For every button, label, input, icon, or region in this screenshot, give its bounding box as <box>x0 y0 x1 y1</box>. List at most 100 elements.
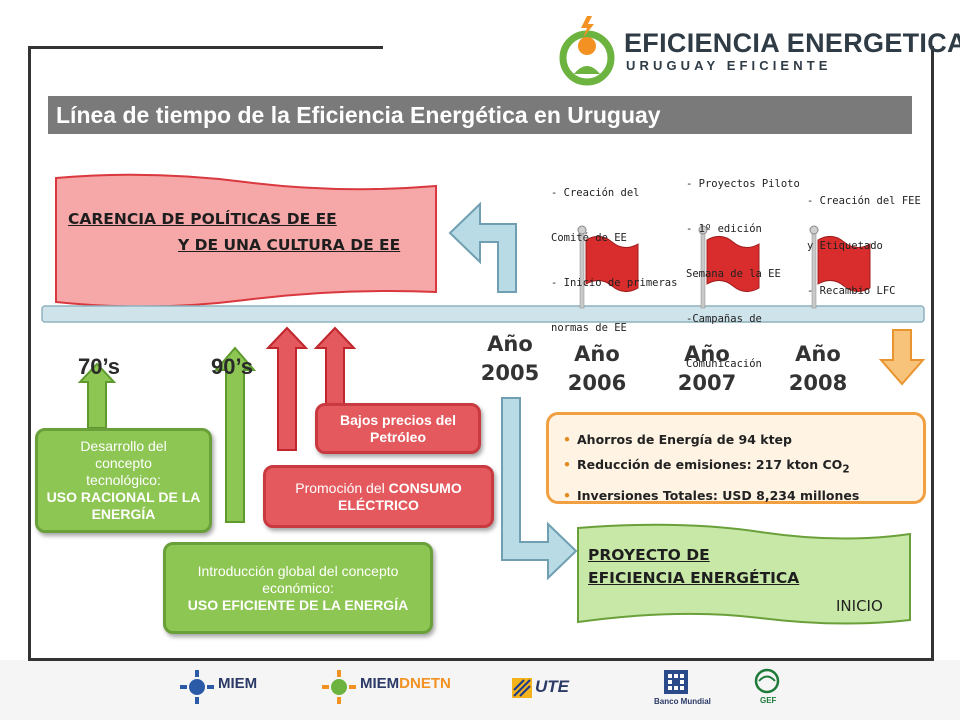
desarrollo-line-1: Desarrollo del <box>80 438 167 454</box>
desarrollo-line-5: ENERGÍA <box>91 506 156 522</box>
miemdnetn-logo-icon <box>322 670 356 704</box>
banner-line-2: Y DE UNA CULTURA DE EE <box>178 236 400 254</box>
year-2007-number: 2007 <box>677 371 737 395</box>
resultado-subscript: 2 <box>842 463 850 476</box>
resultado-text: Ahorros de Energía de 94 ktep <box>577 432 792 447</box>
resultado-text: Reducción de emisiones: 217 kton CO <box>577 457 843 472</box>
page-title: Línea de tiempo de la Eficiencia Energét… <box>56 102 661 128</box>
introduccion-line-1: Introducción global del concepto <box>197 562 399 579</box>
resultados-list: • Ahorros de Energía de 94 ktep • Reducció… <box>563 427 923 508</box>
decade-70s-label: 70’s <box>78 354 121 379</box>
flag-note-line: - 1º edición <box>686 223 762 235</box>
promocion-line-1: Promoción del CONSUMO <box>295 480 462 497</box>
bottom-strip <box>0 660 960 720</box>
desarrollo-line-3: tecnológico: <box>86 472 161 488</box>
bent-arrow-to-banner <box>448 201 517 293</box>
flag-note-line: - Proyectos Piloto <box>686 178 800 190</box>
gef-logo-icon <box>754 668 780 694</box>
flag-note-line: - Recambio LFC <box>807 285 896 297</box>
flag-note-2007: - Proyectos Piloto - 1º edición Semana d… <box>686 147 800 387</box>
introduccion-line-2: económico: <box>262 579 334 596</box>
flag-note-line: y Etiquetado <box>807 240 883 252</box>
banco-mundial-logo-icon <box>664 670 688 694</box>
year-2006-label: Año 2006 <box>557 340 637 398</box>
gef-logo-text: GEF <box>760 696 777 705</box>
flag-2006-icon <box>577 225 639 309</box>
bullet-icon: • <box>563 432 571 447</box>
frame-bottom-line <box>28 658 934 661</box>
flag-note-line: Comunicación <box>686 358 762 370</box>
resultado-item: • Inversiones Totales: USD 8,234 millones <box>563 483 923 508</box>
frame-right-line <box>931 46 934 660</box>
bullet-icon: • <box>563 487 571 503</box>
bent-arrow-to-proyecto <box>501 397 578 581</box>
title-bar <box>40 96 912 134</box>
orange-down-arrow <box>878 329 926 386</box>
promocion-consumo-box: Promoción del CONSUMO ELÉCTRICO <box>263 465 494 528</box>
resultados-box: • Ahorros de Energía de 94 ktep • Reducció… <box>546 412 926 504</box>
red-arrow-bajos <box>313 326 357 405</box>
miemdnetn-logo-text-a: MIEM <box>360 675 400 692</box>
bajos-precios-box: Bajos precios del Petróleo <box>315 403 481 454</box>
flag-note-2008: - Creación del FEE y Etiquetado - Recamb… <box>807 164 921 314</box>
logo-subtitle: URUGUAY EFICIENTE <box>626 58 832 73</box>
promocion-line-1a: Promoción del <box>295 479 385 496</box>
year-2006-number: 2006 <box>567 371 627 395</box>
resultado-text: Inversiones Totales: USD 8,234 millones <box>577 487 860 503</box>
proyecto-line-2: EFICIENCIA ENERGÉTICA <box>588 569 800 587</box>
bajos-line-1: Bajos precios del <box>340 411 456 428</box>
miemdnetn-logo-text: MIEMDNETN <box>360 675 451 692</box>
year-2005-label: Año 2005 <box>470 330 550 388</box>
resultado-item: • Reducción de emisiones: 217 kton CO2 <box>563 452 923 483</box>
introduccion-line-3: USO EFICIENTE DE LA ENERGÍA <box>187 596 409 613</box>
introduccion-concepto-box: Introducción global del concepto económi… <box>163 542 433 634</box>
year-2008-word: Año <box>795 342 841 366</box>
frame-top-line <box>28 46 383 49</box>
proyecto-line-1: PROYECTO DE <box>588 546 710 564</box>
banner-line-2-emph: CULTURA DE EE <box>266 236 401 254</box>
year-2007-word: Año <box>684 342 730 366</box>
bullet-icon: • <box>563 457 571 472</box>
desarrollo-concepto-box: Desarrollo del concepto tecnológico: USO… <box>35 428 212 533</box>
desarrollo-line-2: concepto <box>95 455 152 471</box>
flag-note-line: - Creación del <box>551 187 640 199</box>
ute-logo-text: UTE <box>535 677 569 696</box>
banner-line-2-prefix: Y DE UNA <box>178 236 262 254</box>
banner-line-1-emph: POLÍTICAS DE EE <box>190 210 337 228</box>
proyecto-banner-shape <box>577 523 911 625</box>
timeline-bar <box>41 305 925 323</box>
miem-logo-icon <box>180 670 214 704</box>
green-arrow-70s <box>77 362 117 429</box>
green-arrow-90s <box>213 346 257 523</box>
frame-left-line <box>28 46 31 660</box>
promocion-line-2: ELÉCTRICO <box>338 496 419 513</box>
banner-line-1: CARENCIA DE POLÍTICAS DE EE <box>68 210 337 228</box>
title-accent <box>40 96 48 134</box>
logo-title: EFICIENCIA ENERGETICA <box>624 28 960 58</box>
flag-note-line: - Inicio de primeras <box>551 277 678 289</box>
year-2007-label: Año 2007 <box>667 340 747 398</box>
red-arrow-promocion <box>265 326 309 451</box>
flag-note-line: Comité de EE <box>551 232 627 244</box>
banner-line-1-prefix: CARENCIA DE <box>68 210 185 228</box>
flag-note-line: - Creación del FEE <box>807 195 921 207</box>
banco-mundial-logo-text: Banco Mundial <box>654 697 711 706</box>
decade-90s-label: 90’s <box>211 354 254 379</box>
flag-note-line: Semana de la EE <box>686 268 781 280</box>
proyecto-inicio: INICIO <box>836 597 883 615</box>
year-2008-label: Año 2008 <box>778 340 858 398</box>
year-2005-word: Año <box>487 332 533 356</box>
flag-note-2006: - Creación del Comité de EE - Inicio de … <box>551 156 677 351</box>
year-2008-number: 2008 <box>788 371 848 395</box>
flag-2007-icon <box>698 225 760 309</box>
eficiencia-energetica-logo-icon <box>559 16 615 86</box>
promocion-line-1b: CONSUMO <box>388 479 462 496</box>
flag-note-line: normas de EE <box>551 322 627 334</box>
miemdnetn-logo-text-b: DNETN <box>399 675 451 692</box>
ute-logo-icon <box>512 678 532 698</box>
resultado-item: • Ahorros de Energía de 94 ktep <box>563 427 923 452</box>
flag-2008-icon <box>809 225 871 309</box>
year-2005-number: 2005 <box>480 361 540 385</box>
miem-logo-text: MIEM <box>218 675 258 692</box>
